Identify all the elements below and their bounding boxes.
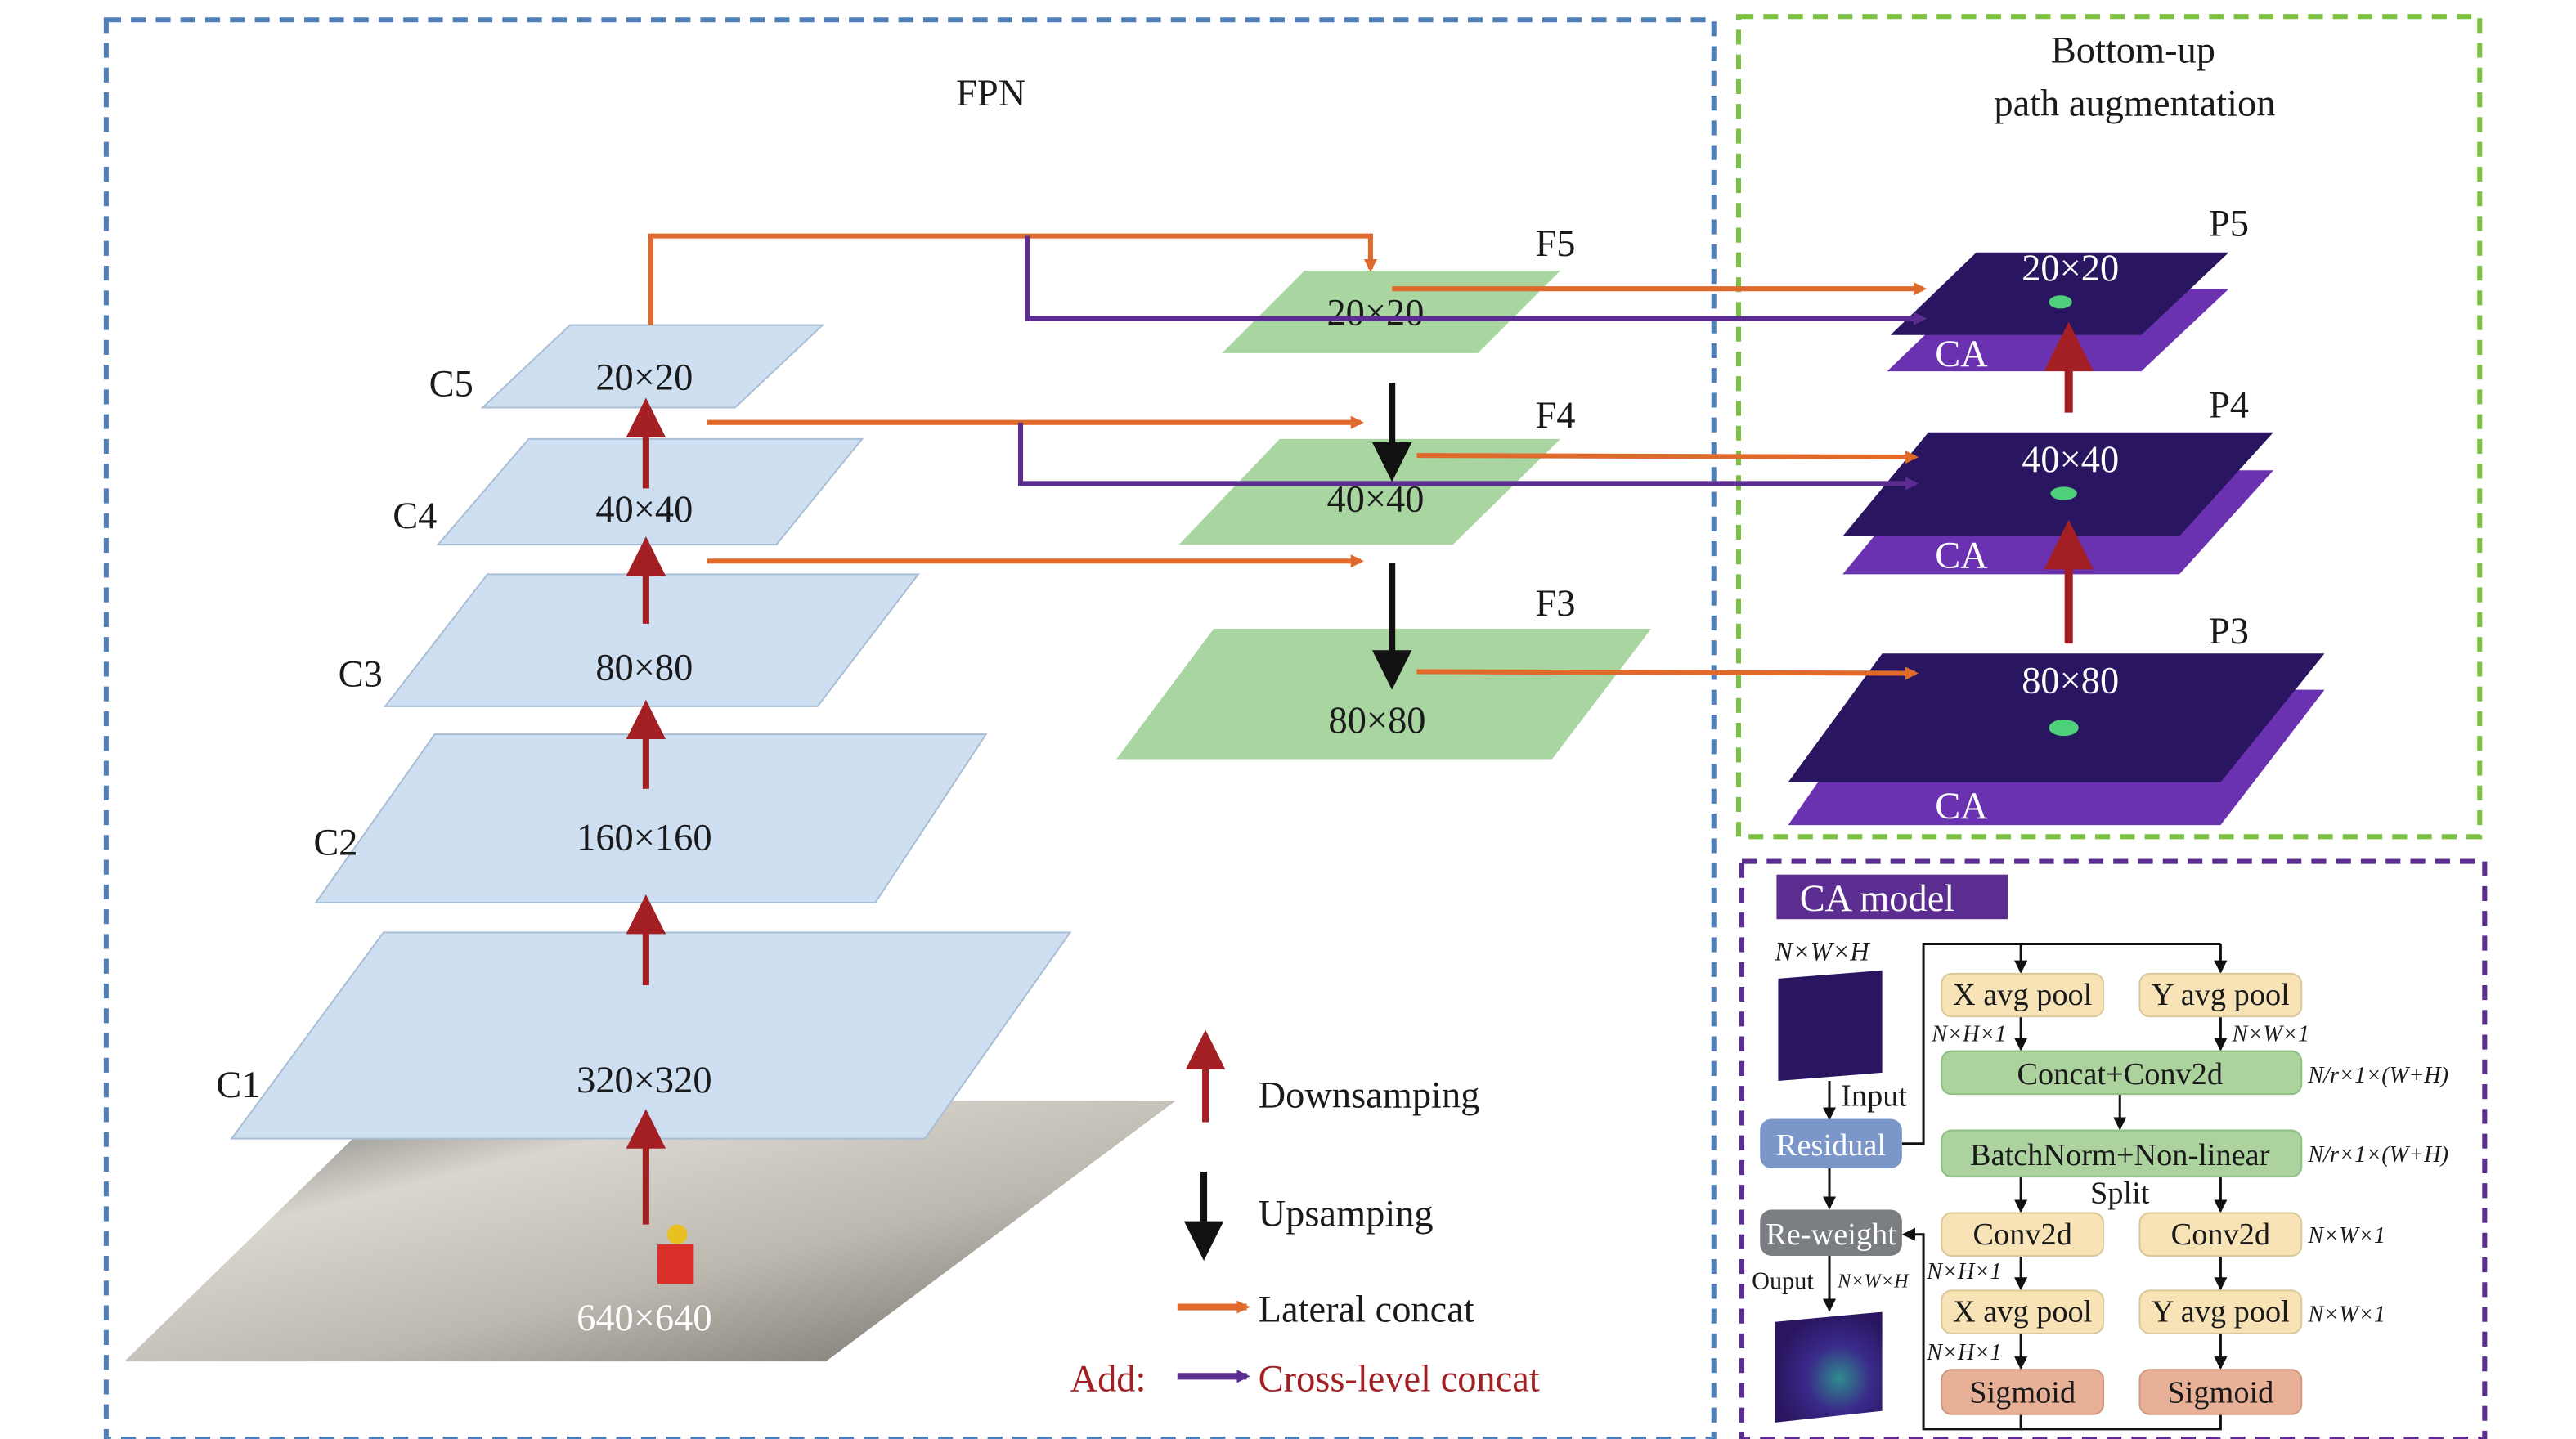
input-dims: N×W×H: [1774, 937, 1870, 966]
svg-text:N×H×1: N×H×1: [1926, 1259, 2002, 1284]
svg-text:P3: P3: [2209, 611, 2249, 652]
ca-model-title: CA model: [1800, 878, 1955, 920]
c4-layer: 40×40 C4: [393, 437, 864, 546]
svg-text:80×80: 80×80: [595, 648, 693, 689]
x-avg-pool-box: [1941, 972, 2105, 1018]
output-dims: N×W×H: [1837, 1270, 1910, 1292]
lateral-concat-lines: [648, 233, 1928, 680]
fpn-section: [103, 17, 1717, 1439]
batchnorm-box: [1941, 1129, 2303, 1178]
input-image: [124, 1101, 1176, 1362]
svg-text:Sigmoid: Sigmoid: [1969, 1376, 2076, 1410]
svg-text:P5: P5: [2209, 204, 2249, 245]
svg-text:320×320: 320×320: [577, 1060, 711, 1101]
svg-text:Y avg pool: Y avg pool: [2152, 978, 2290, 1012]
y-avg-pool-box-2: [2138, 1289, 2303, 1334]
svg-text:Residual: Residual: [1776, 1128, 1886, 1163]
fpn-title: FPN: [956, 73, 1025, 114]
c3-layer: 80×80 C3: [339, 573, 920, 707]
ca-model-title-box: [1776, 874, 2008, 920]
sigmoid-box-left: [1941, 1369, 2105, 1415]
bottom-up-section: [1735, 14, 2483, 840]
svg-text:Conv2d: Conv2d: [1972, 1217, 2071, 1252]
svg-text:F4: F4: [1535, 395, 1575, 437]
f3-layer: 80×80 F3: [1116, 583, 1652, 760]
p5-layer: 20×20 CA P5: [1887, 204, 2249, 375]
f4-layer: 40×40 F4: [1178, 395, 1575, 545]
svg-text:Sigmoid: Sigmoid: [2167, 1376, 2273, 1410]
svg-text:160×160: 160×160: [577, 817, 711, 858]
legend-cross-level: Cross-level concat: [1259, 1358, 1540, 1400]
legend: Downsamping Upsamping Lateral concat Add…: [1070, 1029, 1540, 1400]
svg-text:N×W×1: N×W×1: [2307, 1302, 2385, 1328]
p4-layer: 40×40 CA P4: [1842, 385, 2273, 576]
c2-layer: 160×160 C2: [313, 733, 988, 904]
svg-text:Y avg pool: Y avg pool: [2152, 1295, 2290, 1329]
input-size: 640×640: [577, 1298, 711, 1339]
svg-text:80×80: 80×80: [1328, 700, 1425, 742]
svg-text:Concat+Conv2d: Concat+Conv2d: [2017, 1057, 2223, 1092]
svg-text:20×20: 20×20: [1326, 293, 1424, 334]
svg-text:C4: C4: [393, 495, 437, 537]
worker-figure: [657, 1224, 694, 1284]
svg-text:N×W×1: N×W×1: [2231, 1022, 2309, 1047]
output-label: Ouput: [1752, 1266, 1814, 1294]
residual-box: [1760, 1118, 1902, 1168]
c1-layer: 320×320 C1: [216, 931, 1072, 1140]
concat-conv2d-box: [1941, 1050, 2303, 1096]
svg-text:Re-weight: Re-weight: [1766, 1217, 1896, 1252]
conv2d-box-right: [2138, 1212, 2303, 1257]
svg-text:C5: C5: [429, 363, 473, 405]
ca-model: CA model N×W×H Input Residual: [1752, 874, 2448, 1431]
svg-text:N/r×1×(W+H): N/r×1×(W+H): [2307, 1142, 2448, 1168]
y-avg-pool-box: [2138, 972, 2303, 1018]
ca-model-section: [1739, 858, 2488, 1439]
output-feature-map: [1775, 1311, 1883, 1423]
p3-layer: 80×80 CA P3: [1788, 611, 2325, 827]
svg-text:Conv2d: Conv2d: [2171, 1217, 2270, 1252]
svg-text:N/r×1×(W+H): N/r×1×(W+H): [2307, 1063, 2448, 1088]
svg-text:F5: F5: [1535, 223, 1575, 265]
svg-text:P4: P4: [2209, 385, 2249, 427]
bottom-up-title-line2: path augmentation: [1994, 83, 2275, 124]
svg-text:BatchNorm+Non-linear: BatchNorm+Non-linear: [1970, 1138, 2270, 1172]
svg-text:CA: CA: [1935, 535, 1988, 576]
reweight-box: [1760, 1209, 1902, 1256]
svg-text:20×20: 20×20: [2022, 248, 2119, 289]
cross-level-concat-lines: [1018, 235, 1928, 491]
sigmoid-box-right: [2138, 1369, 2303, 1415]
svg-text:40×40: 40×40: [595, 489, 693, 531]
svg-text:40×40: 40×40: [2022, 439, 2119, 481]
x-avg-pool-box-2: [1941, 1289, 2105, 1334]
svg-text:CA: CA: [1935, 786, 1988, 827]
bottom-up-title-line1: Bottom-up: [2051, 30, 2215, 72]
c5-layer: 20×20 C5: [429, 324, 825, 409]
svg-text:N×H×1: N×H×1: [1926, 1340, 2002, 1365]
legend-add: Add:: [1070, 1358, 1147, 1400]
svg-text:F3: F3: [1535, 583, 1575, 625]
conv2d-box-left: [1941, 1212, 2105, 1257]
svg-text:C3: C3: [339, 654, 383, 696]
svg-text:X avg pool: X avg pool: [1953, 978, 2092, 1012]
svg-text:CA: CA: [1935, 334, 1988, 375]
legend-upsampling: Upsamping: [1259, 1194, 1434, 1235]
input-label: Input: [1841, 1078, 1907, 1113]
svg-text:X avg pool: X avg pool: [1953, 1295, 2092, 1329]
svg-text:N×W×1: N×W×1: [2307, 1223, 2385, 1248]
svg-text:C2: C2: [313, 823, 357, 864]
svg-text:80×80: 80×80: [2022, 661, 2119, 702]
input-feature-map: [1778, 970, 1883, 1082]
svg-text:C1: C1: [216, 1065, 260, 1106]
svg-text:N×H×1: N×H×1: [1931, 1022, 2007, 1047]
legend-lateral: Lateral concat: [1259, 1289, 1474, 1331]
split-label: Split: [2090, 1176, 2150, 1210]
legend-downsampling: Downsamping: [1259, 1074, 1480, 1116]
svg-text:20×20: 20×20: [595, 356, 693, 398]
